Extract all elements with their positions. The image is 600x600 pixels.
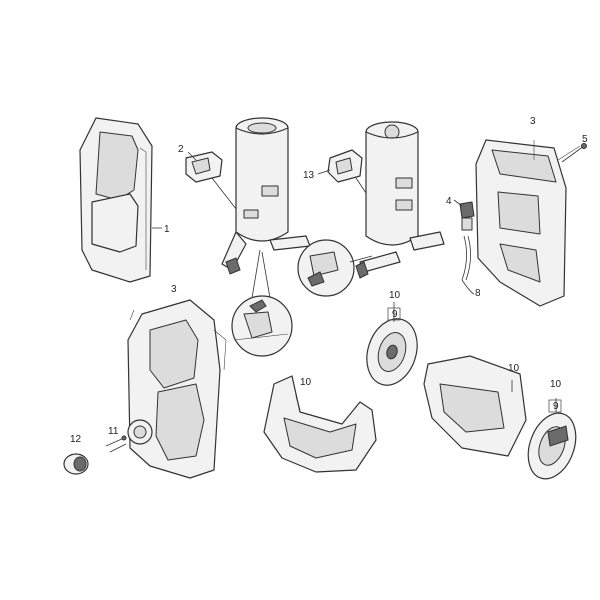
label-10-right-wheel: 10 (550, 379, 562, 390)
label-8: 8 (475, 288, 481, 299)
part-detail-zoom-right (297, 239, 373, 297)
part-pump-unit-right (355, 121, 445, 279)
part-screw-5 (561, 143, 587, 163)
label-2: 2 (178, 144, 184, 155)
label-9-right-wheel: 9 (553, 401, 559, 412)
part-front-cover (79, 117, 162, 283)
label-3-main-housing: 3 (171, 284, 177, 295)
label-4: 4 (446, 196, 452, 207)
label-9-box-right (548, 399, 562, 413)
part-cable-8 (461, 235, 475, 295)
part-fitting-4 (453, 199, 475, 231)
label-9-box-middle (387, 307, 401, 321)
label-10-base-cradle: 10 (300, 377, 312, 388)
label-3-rear-frame: 3 (530, 116, 536, 127)
label-1: 1 (164, 224, 170, 235)
part-screws-11 (105, 435, 127, 453)
callout-labels: 1 2 3 3 4 5 8 9 9 10 10 10 10 11 12 13 (70, 116, 588, 445)
label-13: 13 (303, 170, 315, 181)
part-base-cradle (263, 375, 377, 473)
label-9-middle-wheel: 9 (392, 309, 398, 320)
part-main-housing (127, 299, 227, 479)
part-bracket-13 (317, 149, 381, 215)
part-rear-frame (475, 139, 581, 307)
label-10-middle-wheel: 10 (389, 290, 401, 301)
part-rear-base (423, 355, 527, 457)
label-12: 12 (70, 434, 82, 445)
label-5: 5 (582, 134, 588, 145)
part-knob-12 (63, 453, 89, 475)
part-pump-unit-left (221, 117, 311, 299)
part-wheel-middle (366, 302, 418, 386)
part-detail-zoom-left (231, 295, 293, 357)
part-bracket-2 (185, 151, 241, 215)
label-11: 11 (108, 426, 119, 437)
label-10-rear-base: 10 (508, 363, 520, 374)
part-wheel-right (527, 398, 577, 480)
